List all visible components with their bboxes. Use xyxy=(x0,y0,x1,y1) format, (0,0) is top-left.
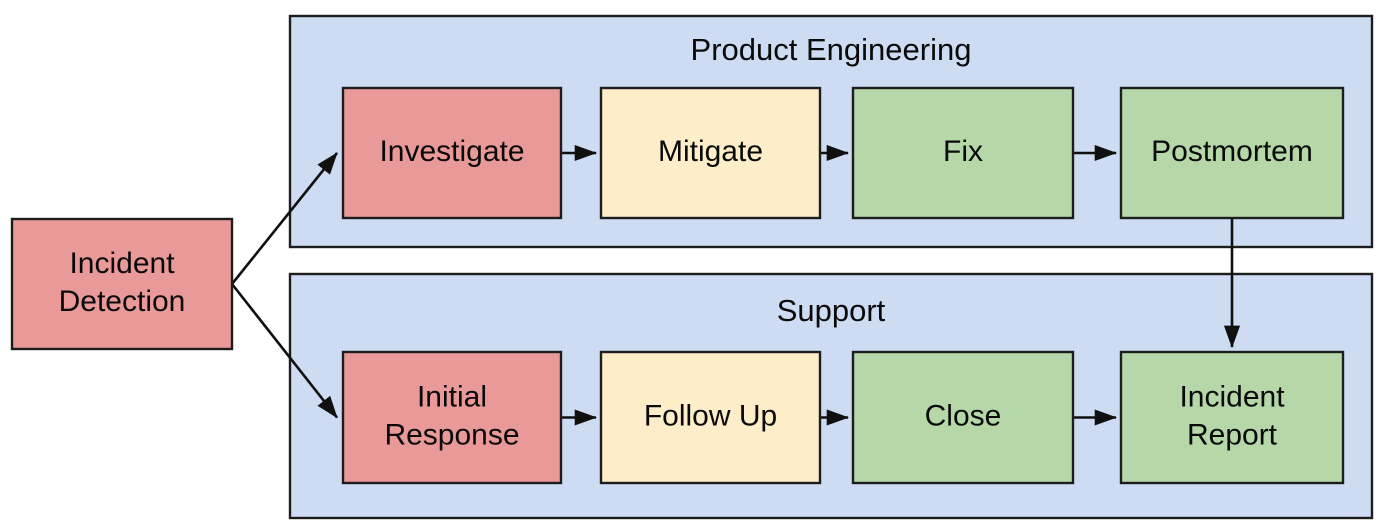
node-incident-report-label: Incident xyxy=(1179,380,1285,413)
node-postmortem-box xyxy=(1119,86,1345,220)
node-incident-report-label: Report xyxy=(1187,418,1278,451)
node-follow-up-label: Follow Up xyxy=(644,399,777,432)
node-incident-detection-box xyxy=(10,217,234,351)
node-close-label: Close xyxy=(925,399,1002,432)
node-postmortem-label: Postmortem xyxy=(1151,135,1313,168)
node-follow-up-box xyxy=(599,350,822,485)
node-fix-label: Fix xyxy=(943,135,983,168)
swimlane-product-engineering-title: Product Engineering xyxy=(691,32,972,67)
node-follow-up[interactable]: Follow Up xyxy=(599,350,822,485)
node-postmortem[interactable]: Postmortem xyxy=(1119,86,1345,220)
node-investigate-box xyxy=(341,86,563,220)
node-incident-detection-label: Detection xyxy=(59,285,186,318)
node-incident-report-box xyxy=(1119,350,1345,485)
swimlane-support-title: Support xyxy=(777,293,886,328)
node-close-box xyxy=(851,350,1075,485)
node-mitigate-box xyxy=(599,86,822,220)
edge-detection-to-initial xyxy=(230,283,339,419)
node-initial-response-label: Initial xyxy=(417,380,487,413)
edge-detection-to-investigate xyxy=(230,152,339,285)
node-incident-detection-label: Incident xyxy=(69,247,175,280)
node-fix-box xyxy=(851,86,1075,220)
node-close[interactable]: Close xyxy=(851,350,1075,485)
node-fix[interactable]: Fix xyxy=(851,86,1075,220)
node-mitigate[interactable]: Mitigate xyxy=(599,86,822,220)
node-investigate[interactable]: Investigate xyxy=(341,86,563,220)
node-mitigate-label: Mitigate xyxy=(658,135,763,168)
node-initial-response-label: Response xyxy=(384,418,519,451)
node-investigate-label: Investigate xyxy=(379,135,524,168)
node-initial-response-box xyxy=(341,350,563,485)
